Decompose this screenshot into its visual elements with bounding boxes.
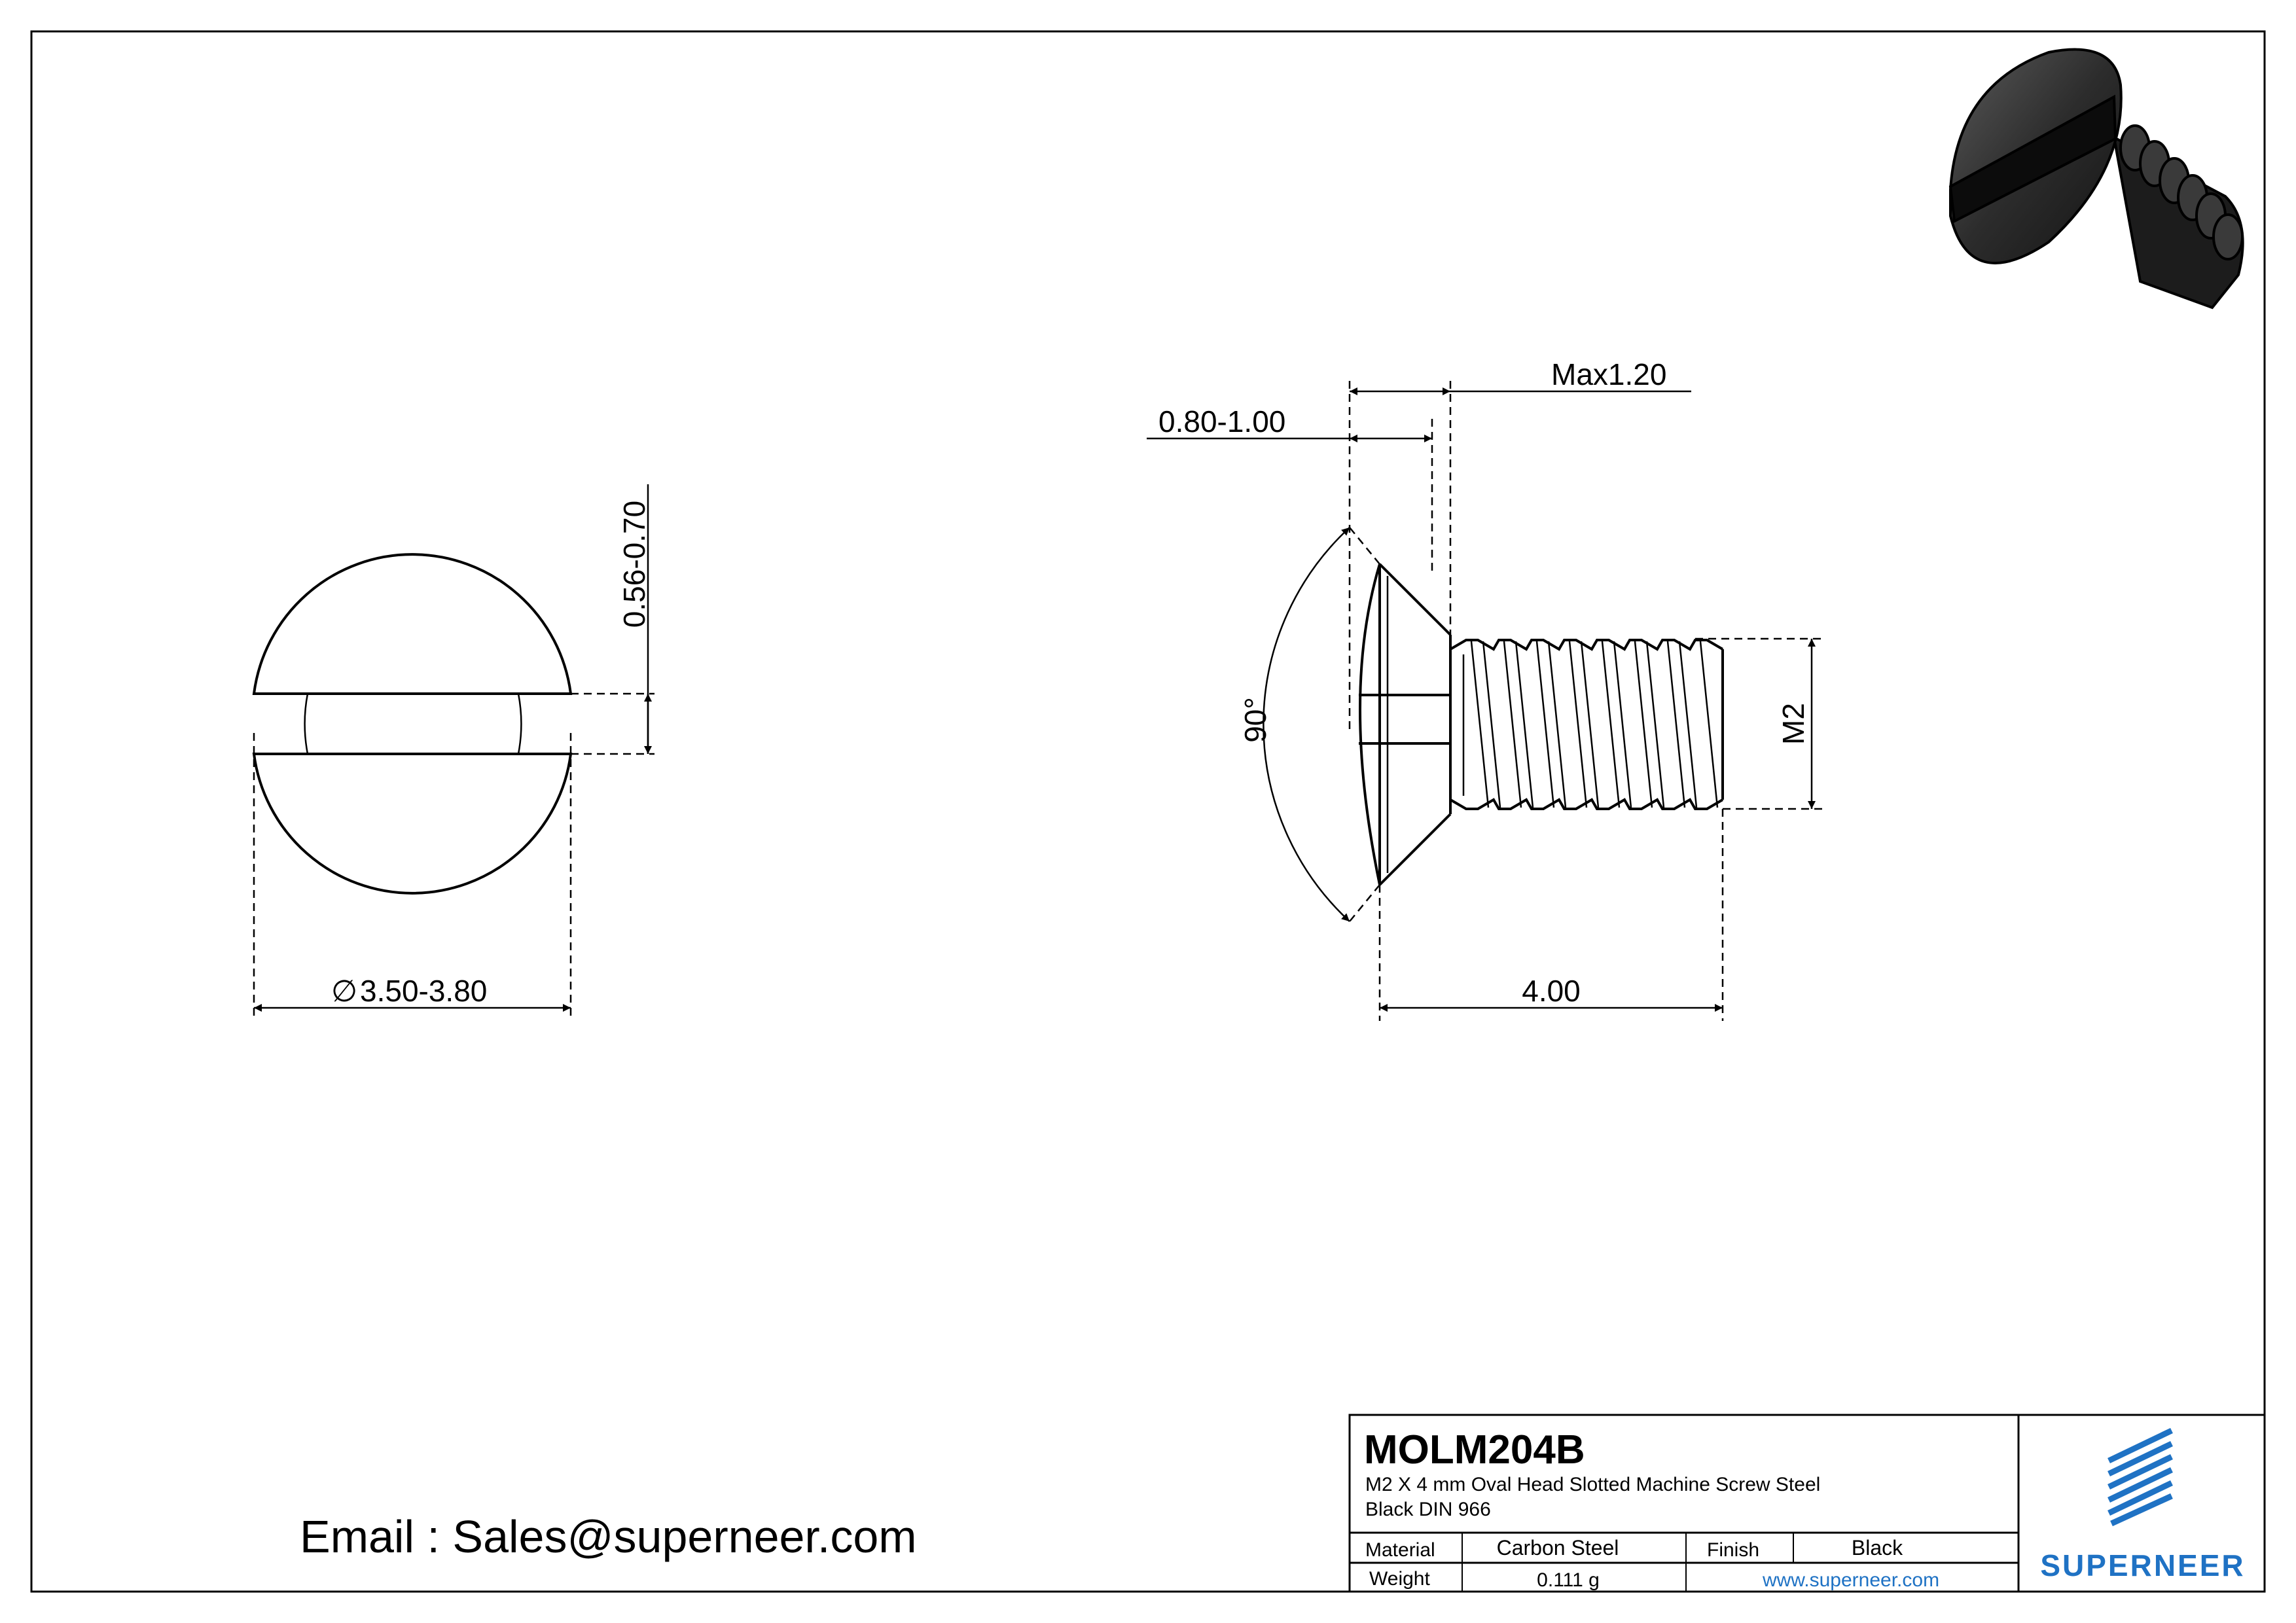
- brand-name: SUPERNEER: [2040, 1548, 2245, 1582]
- superneer-logo-icon: [2108, 1427, 2173, 1527]
- screw-3d-render: [1948, 48, 2244, 310]
- head-diameter-symbol: ∅: [331, 974, 357, 1008]
- weight-value: 0.111 g: [1537, 1569, 1600, 1591]
- angle-dimension: 90°: [1238, 697, 1272, 743]
- thread-profile-bottom: [1449, 798, 1724, 810]
- material-label: Material: [1365, 1539, 1435, 1561]
- slot-arc-right: [517, 693, 522, 755]
- thread-profile-top: [1449, 639, 1724, 651]
- title-block: MOLM204B M2 X 4 mm Oval Head Slotted Mac…: [1348, 1414, 2266, 1593]
- weight-label: Weight: [1369, 1568, 1430, 1590]
- part-number: MOLM204B: [1364, 1427, 1585, 1472]
- slot-width-dimension: 0.56-0.70: [617, 501, 651, 628]
- head-diameter-dimension: 3.50-3.80: [360, 974, 487, 1008]
- top-view: 0.56-0.70 ∅ 3.50-3.80: [252, 484, 655, 1021]
- head-height-dimension: 0.80-1.00: [1158, 404, 1285, 438]
- slot-arc-left: [304, 693, 309, 755]
- sheet-border: [30, 30, 2266, 1593]
- angle-arc: [1263, 527, 1350, 922]
- oval-head-crown: [1359, 563, 1381, 885]
- side-view: Max1.20 0.80-1.00 90° M2 4.00: [1147, 357, 1826, 1021]
- head-lower-half: [252, 753, 573, 895]
- length-dimension: 4.00: [1522, 974, 1581, 1008]
- head-upper-half: [252, 553, 573, 695]
- finish-label: Finish: [1707, 1539, 1759, 1561]
- side-slot: [1359, 694, 1452, 745]
- description-line-2: Black DIN 966: [1365, 1499, 1491, 1520]
- contact-email[interactable]: Email : Sales@superneer.com: [300, 1511, 917, 1562]
- description-line-1: M2 X 4 mm Oval Head Slotted Machine Scre…: [1365, 1474, 1820, 1495]
- max-head-dimension: Max1.20: [1551, 357, 1666, 391]
- material-value: Carbon Steel: [1497, 1536, 1619, 1560]
- finish-value: Black: [1852, 1536, 1903, 1560]
- website-link[interactable]: www.superneer.com: [1762, 1569, 1939, 1591]
- thread-dimension: M2: [1776, 703, 1810, 745]
